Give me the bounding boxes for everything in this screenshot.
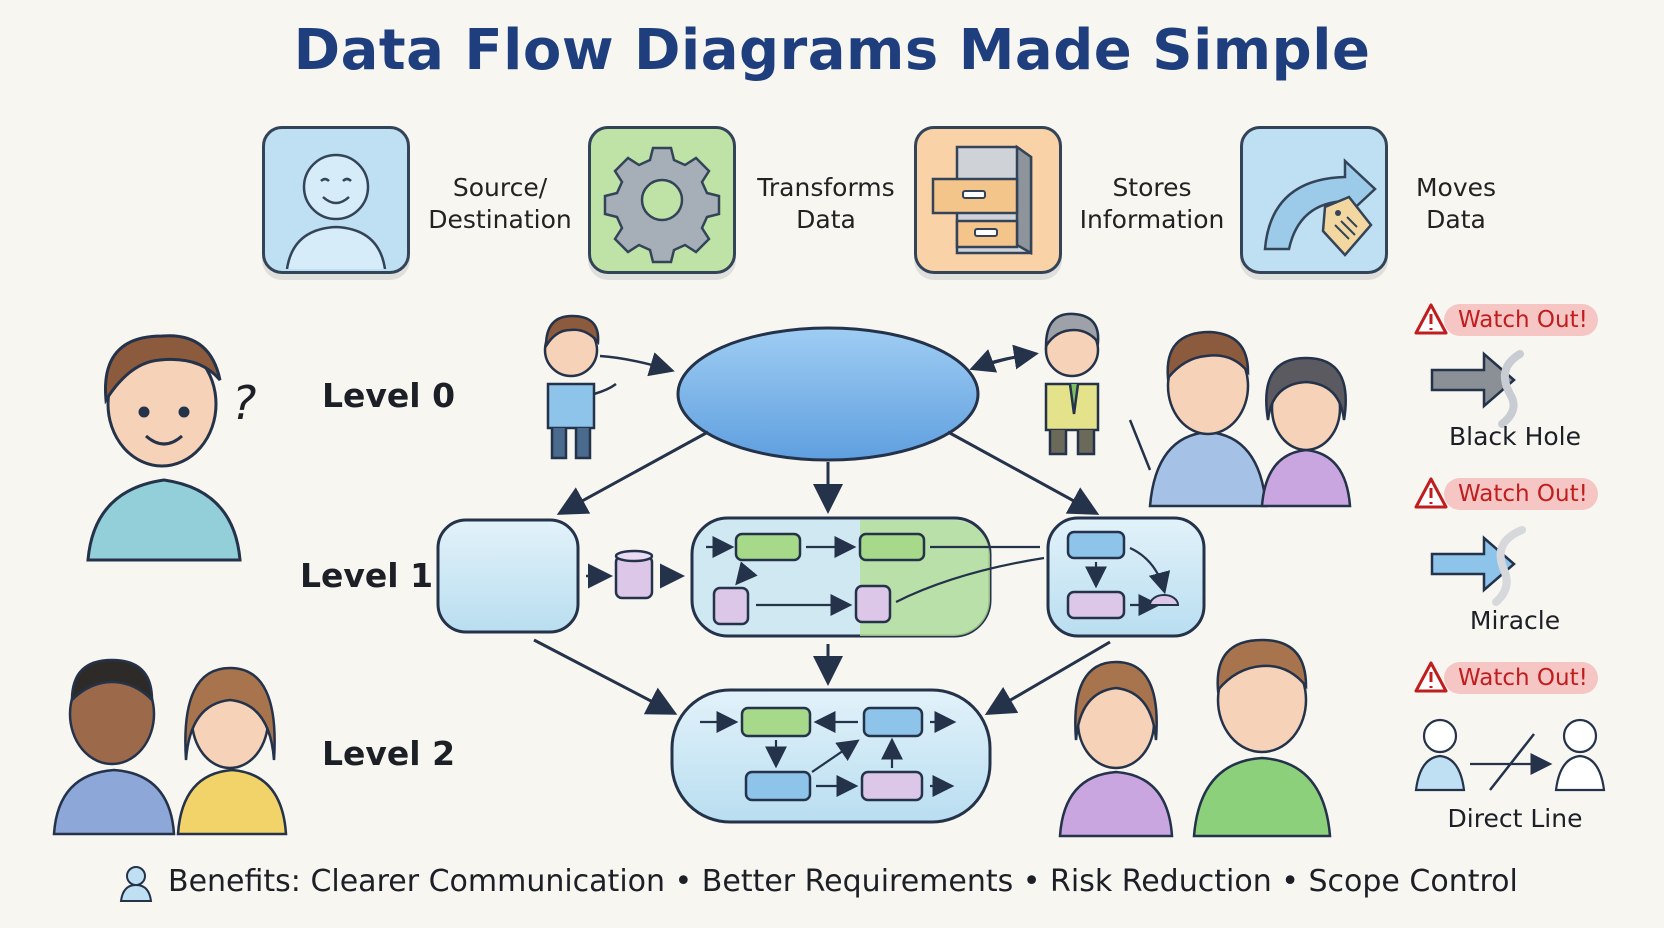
warning-icon: [1414, 661, 1448, 693]
pitfall-label-miracle: Miracle: [1469, 606, 1561, 635]
benefits-footer: Benefits: Clearer Communication • Better…: [118, 862, 1578, 902]
level-1-process-a: [436, 518, 580, 634]
direct-line-pitfall-icon: [1414, 718, 1606, 792]
legend-label-source: Source/Destination: [428, 173, 572, 234]
level-1-process-c: [1046, 516, 1206, 638]
people-illustration-bottom-right: [1058, 638, 1332, 838]
legend-tile-process: [588, 126, 736, 274]
legend-tile-store: [914, 126, 1062, 274]
legend-tile-flow: [1240, 126, 1388, 274]
person-illustration-level0-right: [1044, 312, 1100, 456]
miracle-pitfall-icon: [1430, 526, 1526, 606]
watch-out-badge-3: Watch Out!: [1414, 660, 1604, 696]
level-1-process-b: [690, 516, 992, 638]
level-2-process: [670, 688, 992, 824]
gear-icon: [603, 146, 721, 264]
people-illustration-bottom-left: [52, 658, 288, 836]
black-hole-pitfall-icon: [1430, 350, 1524, 428]
level-1-store-a: [614, 549, 654, 600]
file-cabinet-icon: [931, 144, 1033, 256]
arrow-tag-icon: [1263, 158, 1377, 257]
pitfall-label-direct-line: Direct Line: [1447, 804, 1583, 833]
person-icon: [285, 153, 387, 270]
legend-tile-source: [262, 126, 410, 274]
level-0-label: Level 0: [322, 376, 456, 415]
person-icon: [119, 866, 153, 902]
pitfall-label-black-hole: Black Hole: [1448, 422, 1581, 451]
page-title: Data Flow Diagrams Made Simple: [293, 18, 1371, 83]
level-2-label: Level 2: [322, 734, 456, 773]
person-illustration-left-large: [86, 334, 242, 562]
warning-icon: [1414, 477, 1448, 509]
question-mark: ?: [232, 376, 257, 430]
people-illustration-level0-pair: [1128, 330, 1352, 508]
watch-out-badge-2: Watch Out!: [1414, 476, 1604, 512]
level-1-label: Level 1: [300, 556, 434, 595]
warning-icon: [1414, 303, 1448, 335]
person-illustration-level0-left: [543, 314, 617, 460]
level-0-process: [676, 326, 980, 462]
benefits-text: Benefits: Clearer Communication • Better…: [168, 864, 1518, 899]
watch-out-badge-1: Watch Out!: [1414, 302, 1604, 338]
